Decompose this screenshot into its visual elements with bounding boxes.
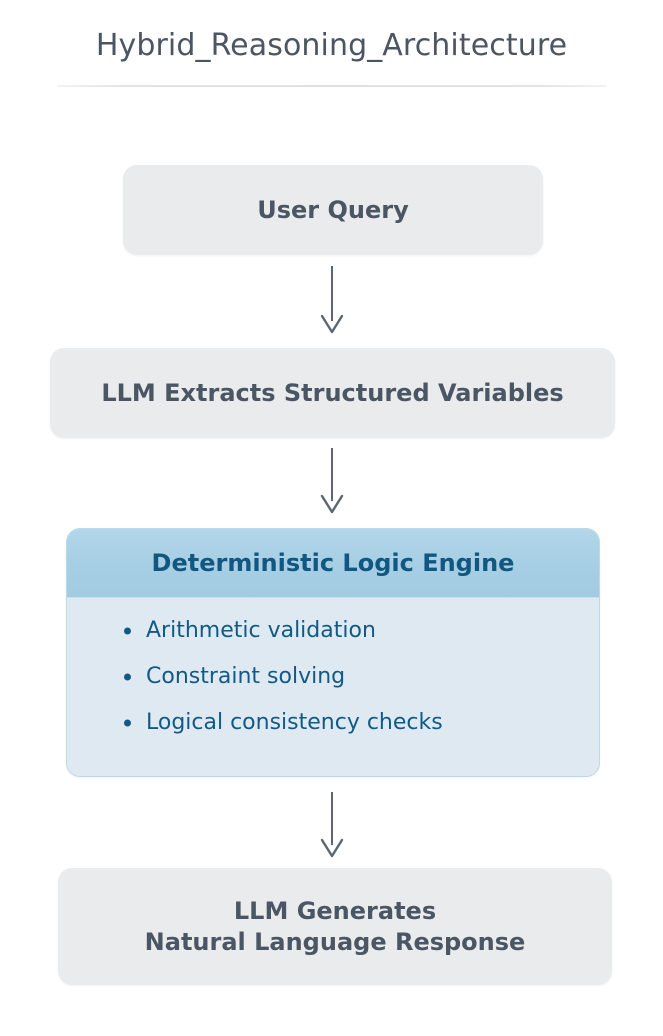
title-divider xyxy=(57,85,607,87)
node-llm-generate-line-2: Natural Language Response xyxy=(144,927,526,956)
node-llm-generate-label: LLM Generates Natural Language Response xyxy=(145,896,526,957)
engine-feature-list: Arithmetic validation Constraint solving… xyxy=(67,620,599,734)
node-deterministic-logic-engine[interactable]: Deterministic Logic Engine Arithmetic va… xyxy=(66,528,600,777)
diagram-title-container: Hybrid_Reasoning_Architecture xyxy=(0,28,663,64)
list-item-label: Arithmetic validation xyxy=(146,618,376,643)
list-item-label: Logical consistency checks xyxy=(146,710,443,735)
node-llm-extract-label: LLM Extracts Structured Variables xyxy=(101,378,564,407)
arrow-down-icon xyxy=(312,448,352,514)
bullet-icon xyxy=(124,627,131,635)
bullet-icon xyxy=(124,673,131,681)
engine-title: Deterministic Logic Engine xyxy=(151,548,515,577)
engine-body: Arithmetic validation Constraint solving… xyxy=(67,598,599,776)
node-llm-generate-line-1: LLM Generates xyxy=(233,896,437,925)
list-item: Arithmetic validation xyxy=(124,620,599,642)
list-item-label: Constraint solving xyxy=(146,664,346,689)
bullet-icon xyxy=(124,719,131,727)
page-title: Hybrid_Reasoning_Architecture xyxy=(95,28,568,63)
arrow-down-icon xyxy=(312,792,352,858)
list-item: Constraint solving xyxy=(124,666,599,688)
arrow-down-icon xyxy=(312,266,352,334)
node-llm-generate[interactable]: LLM Generates Natural Language Response xyxy=(58,868,612,985)
node-user-query[interactable]: User Query xyxy=(123,165,543,255)
engine-header: Deterministic Logic Engine xyxy=(67,529,599,598)
node-llm-extract[interactable]: LLM Extracts Structured Variables xyxy=(50,348,615,438)
node-user-query-label: User Query xyxy=(257,195,409,224)
list-item: Logical consistency checks xyxy=(124,712,599,734)
